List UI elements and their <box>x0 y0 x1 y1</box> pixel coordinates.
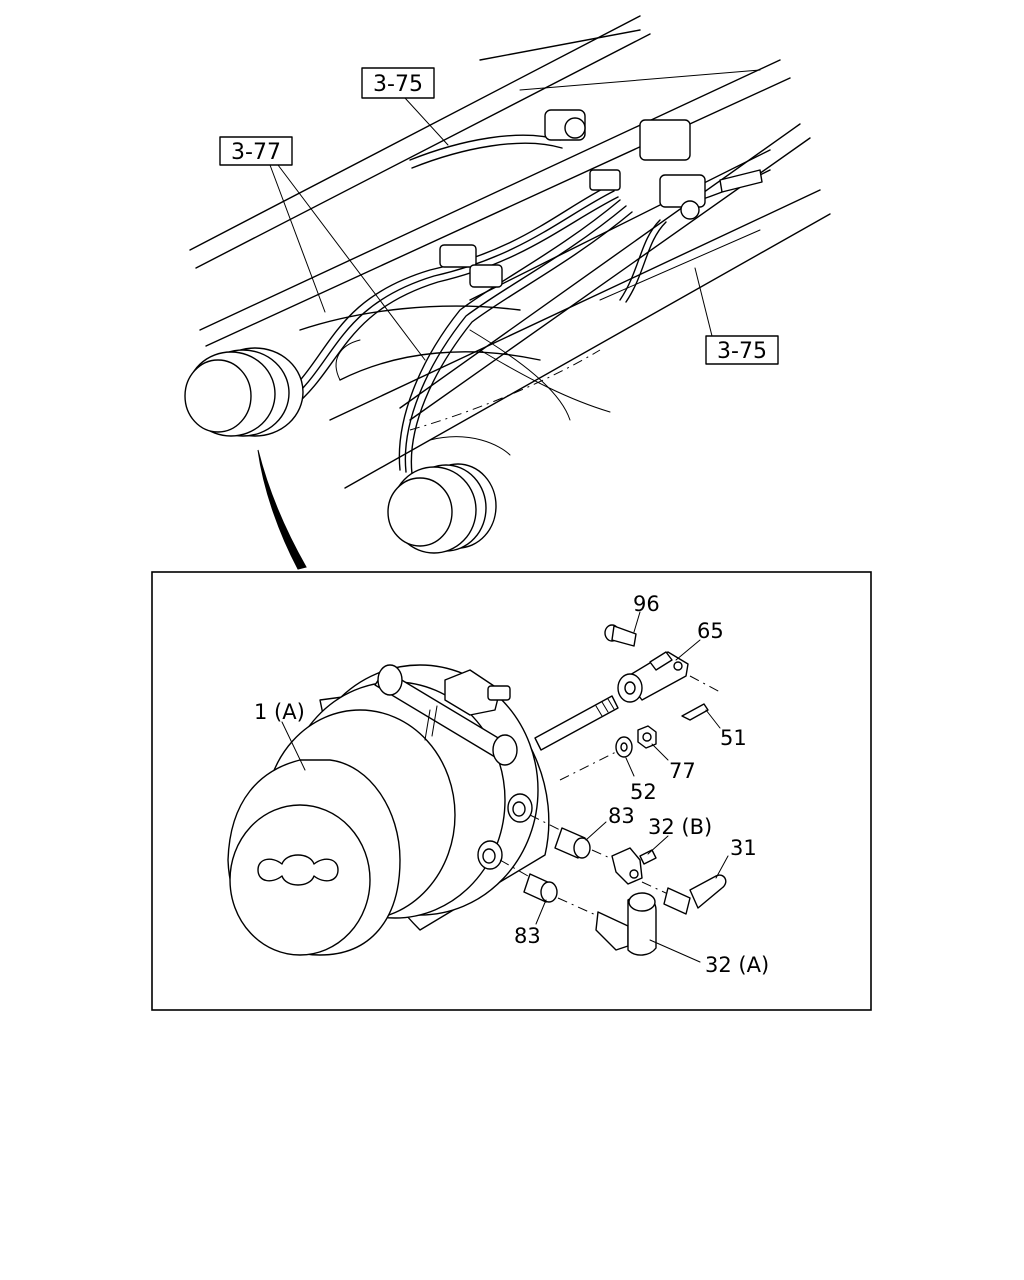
part-96-pin <box>604 624 637 647</box>
brake-chamber-left <box>184 347 304 437</box>
callout-1a: 1 (A) <box>254 700 305 724</box>
callout-77: 77 <box>669 759 696 783</box>
callout-96: 96 <box>633 592 660 616</box>
svg-text:3-77: 3-77 <box>231 140 281 165</box>
part-31-fitting <box>663 874 727 915</box>
callout-83-lower: 83 <box>514 924 541 948</box>
detail-view: 96 65 1 (A) 51 52 77 83 32 (B) 31 83 32 … <box>151 571 872 1011</box>
callout-83-upper: 83 <box>608 804 635 828</box>
part-32a-elbow <box>595 892 657 956</box>
callout-51: 51 <box>720 726 747 750</box>
callout-52: 52 <box>630 780 657 804</box>
brake-chamber-1a <box>227 664 550 956</box>
svg-text:3-75: 3-75 <box>717 339 767 364</box>
callout-32b: 32 (B) <box>648 815 712 839</box>
detail-frame <box>151 571 872 1011</box>
part-65-clevis <box>617 651 689 703</box>
part-77-nut <box>637 725 657 749</box>
callout-31: 31 <box>730 836 757 860</box>
ref-box-top: 3-75 <box>361 67 435 99</box>
part-83-upper <box>554 827 591 859</box>
part-51-cotter <box>681 703 709 721</box>
svg-text:3-75: 3-75 <box>373 72 423 97</box>
part-83-lower <box>523 873 558 903</box>
part-52-washer <box>615 736 633 758</box>
ref-box-right: 3-75 <box>705 335 779 365</box>
callout-65: 65 <box>697 619 724 643</box>
chassis-overview: 3-75 3-77 3-75 <box>184 15 831 570</box>
brake-chamber-right <box>387 463 497 554</box>
callout-32a: 32 (A) <box>705 953 769 977</box>
push-rod <box>534 695 619 751</box>
part-32b-fitting <box>611 847 657 885</box>
ref-box-left: 3-77 <box>219 136 293 166</box>
detail-pointer <box>257 449 307 570</box>
